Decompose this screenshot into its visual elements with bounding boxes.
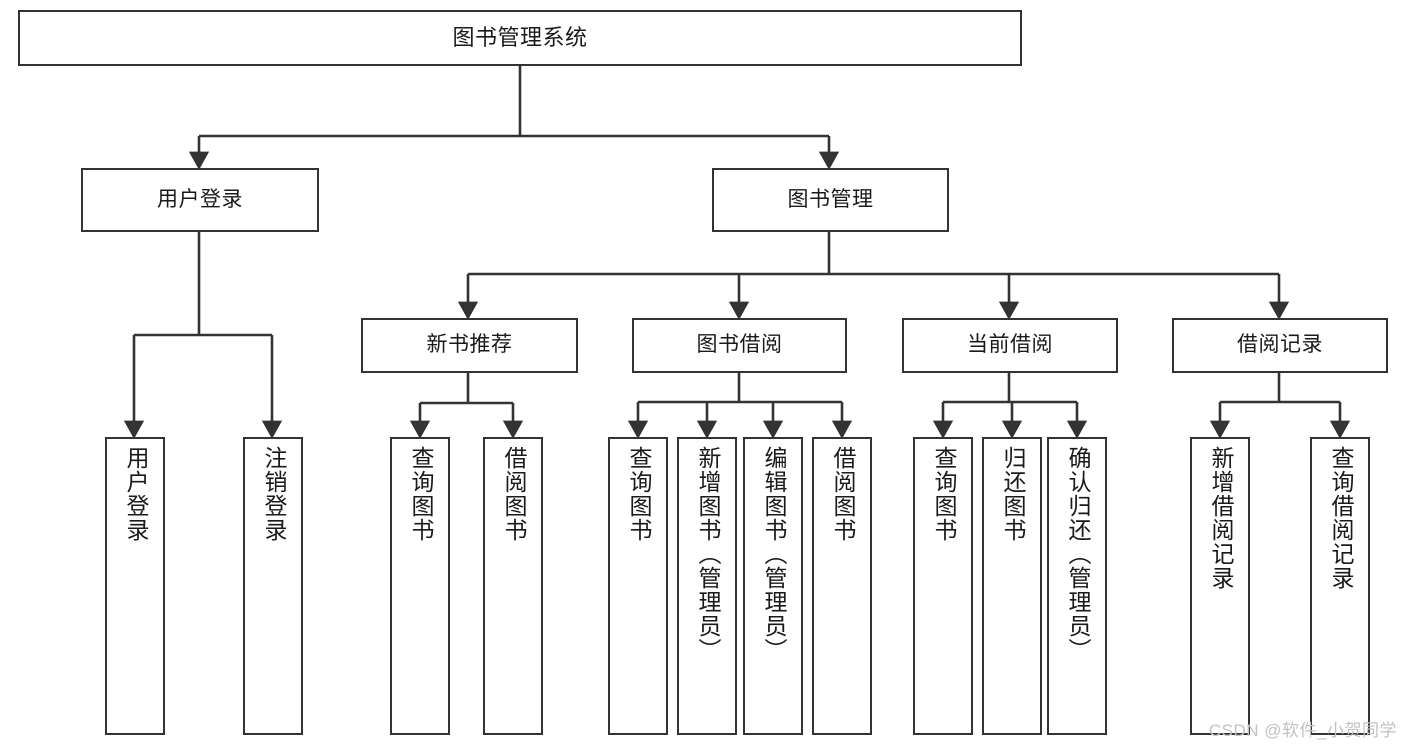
leaf-query-book-borrow-label: 查询图书: [625, 446, 652, 542]
leaf-query-book-new-label: 查询图书: [407, 446, 434, 542]
leaf-user-login-label: 用户登录: [122, 446, 149, 542]
node-user-login-label: 用户登录: [157, 187, 243, 211]
leaf-borrow-book-new-label: 借阅图书: [500, 446, 527, 542]
leaf-add-book-admin-label: 新增图书（管理员）: [694, 446, 721, 662]
node-new-book-recommend[interactable]: 新书推荐: [361, 318, 578, 373]
node-book-management[interactable]: 图书管理: [712, 168, 949, 232]
node-book-management-label: 图书管理: [787, 187, 874, 211]
node-new-book-recommend-label: 新书推荐: [426, 333, 513, 357]
leaf-query-borrow-record[interactable]: 查询借阅记录: [1310, 437, 1370, 735]
node-root-label: 图书管理系统: [452, 25, 588, 51]
leaf-return-book-label: 归还图书: [999, 446, 1026, 542]
node-borrow-record[interactable]: 借阅记录: [1172, 318, 1388, 373]
leaf-query-book-current[interactable]: 查询图书: [913, 437, 973, 735]
leaf-confirm-return-admin[interactable]: 确认归还（管理员）: [1047, 437, 1107, 735]
leaf-add-borrow-record-label: 新增借阅记录: [1207, 446, 1234, 590]
leaf-borrow-book-label: 借阅图书: [829, 446, 856, 542]
leaf-edit-book-admin[interactable]: 编辑图书（管理员）: [743, 437, 803, 735]
node-user-login[interactable]: 用户登录: [81, 168, 319, 232]
leaf-add-borrow-record[interactable]: 新增借阅记录: [1190, 437, 1250, 735]
leaf-query-borrow-record-label: 查询借阅记录: [1327, 446, 1354, 590]
leaf-query-book-borrow[interactable]: 查询图书: [608, 437, 668, 735]
leaf-query-book-new[interactable]: 查询图书: [390, 437, 450, 735]
leaf-logout-label: 注销登录: [260, 446, 287, 542]
leaf-edit-book-admin-label: 编辑图书（管理员）: [760, 446, 787, 662]
node-book-borrow-label: 图书借阅: [696, 333, 783, 357]
leaf-confirm-return-admin-label: 确认归还（管理员）: [1064, 446, 1091, 662]
node-borrow-record-label: 借阅记录: [1237, 333, 1323, 357]
leaf-borrow-book[interactable]: 借阅图书: [812, 437, 872, 735]
leaf-add-book-admin[interactable]: 新增图书（管理员）: [677, 437, 737, 735]
leaf-logout[interactable]: 注销登录: [243, 437, 303, 735]
leaf-user-login[interactable]: 用户登录: [105, 437, 165, 735]
node-current-borrow-label: 当前借阅: [967, 333, 1053, 357]
leaf-query-book-current-label: 查询图书: [930, 446, 957, 542]
leaf-borrow-book-new[interactable]: 借阅图书: [483, 437, 543, 735]
node-book-borrow[interactable]: 图书借阅: [632, 318, 847, 373]
leaf-return-book[interactable]: 归还图书: [982, 437, 1042, 735]
node-root[interactable]: 图书管理系统: [18, 10, 1022, 66]
node-current-borrow[interactable]: 当前借阅: [902, 318, 1118, 373]
